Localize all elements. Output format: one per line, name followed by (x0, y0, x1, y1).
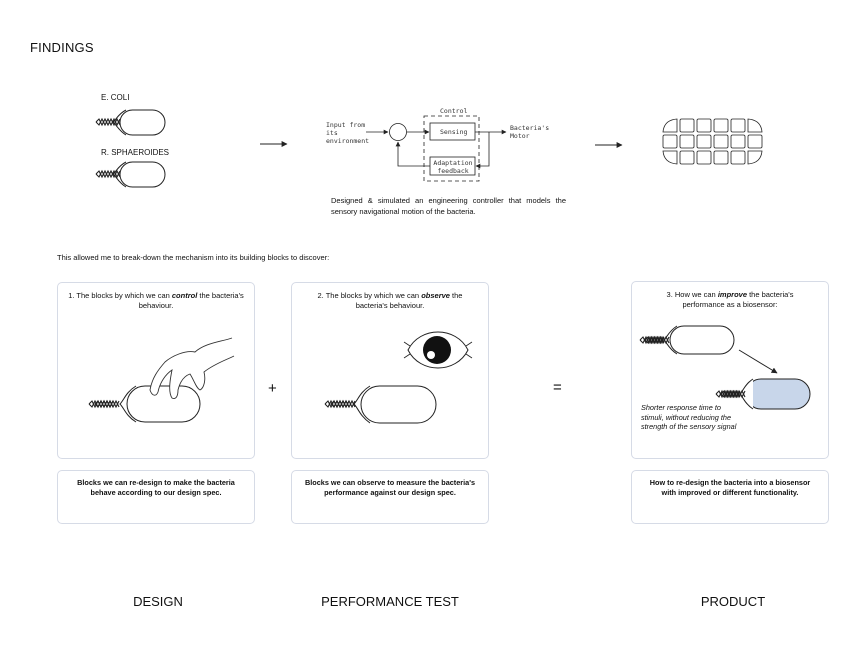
input-label-line: Input from (326, 121, 366, 129)
label-product: PRODUCT (700, 594, 766, 609)
card-performance: 2. The blocks by which we can observe th… (291, 282, 489, 459)
input-label: Input from its environment (326, 121, 369, 145)
card-heading-emphasis: improve (717, 290, 747, 299)
output-label-line: Motor (510, 132, 530, 140)
bacterium-icon (324, 385, 437, 424)
output-label: Bacteria's Motor (510, 124, 549, 140)
input-label-line: environment (326, 137, 370, 145)
caption-card-performance: Blocks we can observe to measure the bac… (291, 470, 489, 524)
card-heading-text: 2. The blocks by which we can (317, 291, 422, 300)
circuit-grid-icon (662, 118, 763, 165)
card-heading-text: the bacteria's behaviour. (355, 291, 463, 310)
card-heading-emphasis: control (171, 291, 198, 300)
card-product: 3. How we can improve the bacteria's per… (631, 281, 829, 459)
intro-text: This allowed me to break-down the mechan… (57, 253, 330, 262)
adaptation-label-line: Adaptation (433, 159, 473, 167)
arrow-right-icon (738, 349, 778, 374)
card-heading-text: 3. How we can (666, 290, 718, 299)
caption-card-design: Blocks we can re-design to make the bact… (57, 470, 255, 524)
card-heading: 1. The blocks by which we can control th… (68, 291, 244, 311)
hand-icon (149, 337, 235, 399)
equals-operator: = (553, 379, 562, 396)
control-label: Control (440, 107, 468, 115)
caption-text: Blocks we can observe to measure the bac… (304, 478, 476, 497)
caption-text: How to re-design the bacteria into a bio… (649, 478, 811, 497)
output-label-line: Bacteria's (510, 124, 550, 132)
input-label-line: its (326, 129, 338, 137)
sensing-label: Sensing (440, 128, 468, 136)
adaptation-label: Adaptation feedback (433, 159, 473, 175)
card-heading: 3. How we can improve the bacteria's per… (650, 290, 810, 310)
ecoli-label: E. COLI (101, 93, 130, 102)
bacterium-icon (88, 385, 201, 423)
plus-operator: + (268, 380, 277, 397)
card-heading-text: the bacteria's behaviour. (138, 291, 244, 310)
card-design: 1. The blocks by which we can control th… (57, 282, 255, 459)
rsphaeroides-label: R. SPHAEROIDES (101, 148, 170, 157)
control-block-diagram (366, 115, 507, 182)
card-heading-text: the bacteria's performance as a biosenso… (682, 290, 794, 309)
card-heading-emphasis: observe (421, 291, 450, 300)
caption-card-product: How to re-design the bacteria into a bio… (631, 470, 829, 524)
improved-bacterium-icon (715, 378, 811, 410)
bacterium-icon (95, 161, 166, 188)
controller-description: Designed & simulated an engineering cont… (331, 196, 566, 216)
card-heading-text: 1. The blocks by which we can (68, 291, 172, 300)
card-heading: 2. The blocks by which we can observe th… (302, 291, 478, 311)
page-title: FINDINGS (30, 40, 94, 55)
bacterium-icon (95, 109, 166, 136)
label-design: DESIGN (133, 594, 183, 609)
caption-text: Blocks we can re-design to make the bact… (77, 478, 235, 497)
bacterium-icon (639, 325, 735, 355)
improvement-note: Shorter response time to stimuli, withou… (641, 403, 737, 431)
adaptation-label-line: feedback (437, 167, 469, 175)
eye-icon (403, 331, 473, 369)
label-performance-test: PERFORMANCE TEST (321, 594, 459, 609)
